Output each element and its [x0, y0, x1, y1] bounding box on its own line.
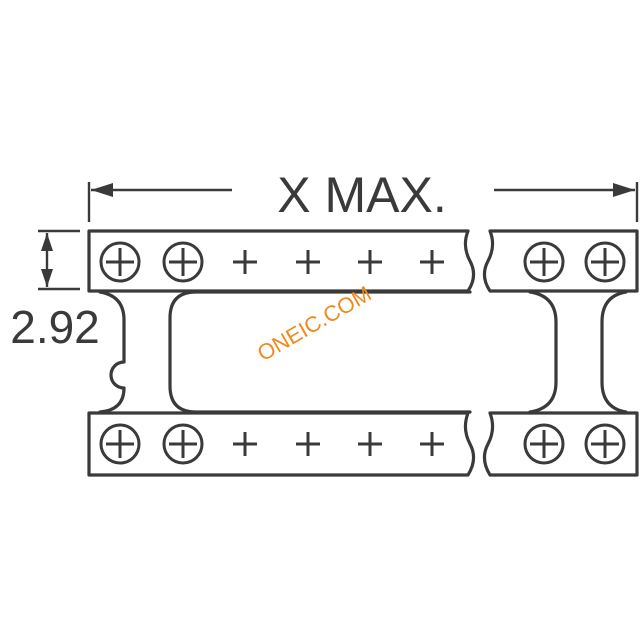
- width-dimension: X MAX.: [87, 167, 639, 223]
- pin-circle-icon: [162, 423, 204, 465]
- pin-circle-icon: [523, 423, 565, 465]
- socket-right-section: [482, 229, 639, 477]
- width-dimension-label: X MAX.: [277, 167, 446, 223]
- pin-cross-icon: [358, 432, 382, 456]
- pin-circle-icon: [523, 241, 565, 283]
- height-dimension: 2.92: [10, 229, 100, 353]
- pin-cross-icon: [296, 432, 320, 456]
- pin-row-bottom: [99, 423, 626, 465]
- height-dimension-label: 2.92: [10, 301, 100, 353]
- bottom-strip-right: [482, 411, 639, 477]
- end-bar-left: [98, 290, 126, 414]
- bridge-right-left-side: [528, 290, 558, 414]
- pin-cross-icon: [296, 250, 320, 274]
- pin-cross-icon: [358, 250, 382, 274]
- arrow-right-icon: [613, 183, 635, 197]
- pin-row-top: [99, 241, 626, 283]
- arrow-up-icon: [41, 233, 53, 251]
- bridge-right-right-side: [600, 290, 628, 414]
- top-strip-right: [482, 229, 639, 293]
- top-strip-left: [87, 229, 476, 293]
- watermark-text: ONEIC.COM: [253, 281, 376, 366]
- bottom-strip-left: [87, 411, 476, 477]
- arrow-left-icon: [91, 183, 113, 197]
- pin-cross-icon: [233, 432, 257, 456]
- pin-circle-icon: [99, 241, 141, 283]
- pin-circle-icon: [584, 241, 626, 283]
- pin-circle-icon: [584, 423, 626, 465]
- pin-cross-icon: [420, 432, 444, 456]
- pin-circle-icon: [162, 241, 204, 283]
- pin-circle-icon: [99, 423, 141, 465]
- pin-cross-icon: [420, 250, 444, 274]
- arrow-down-icon: [41, 269, 53, 287]
- inner-opening-left: [168, 290, 472, 414]
- socket-left-section: [87, 229, 476, 477]
- pin-cross-icon: [233, 250, 257, 274]
